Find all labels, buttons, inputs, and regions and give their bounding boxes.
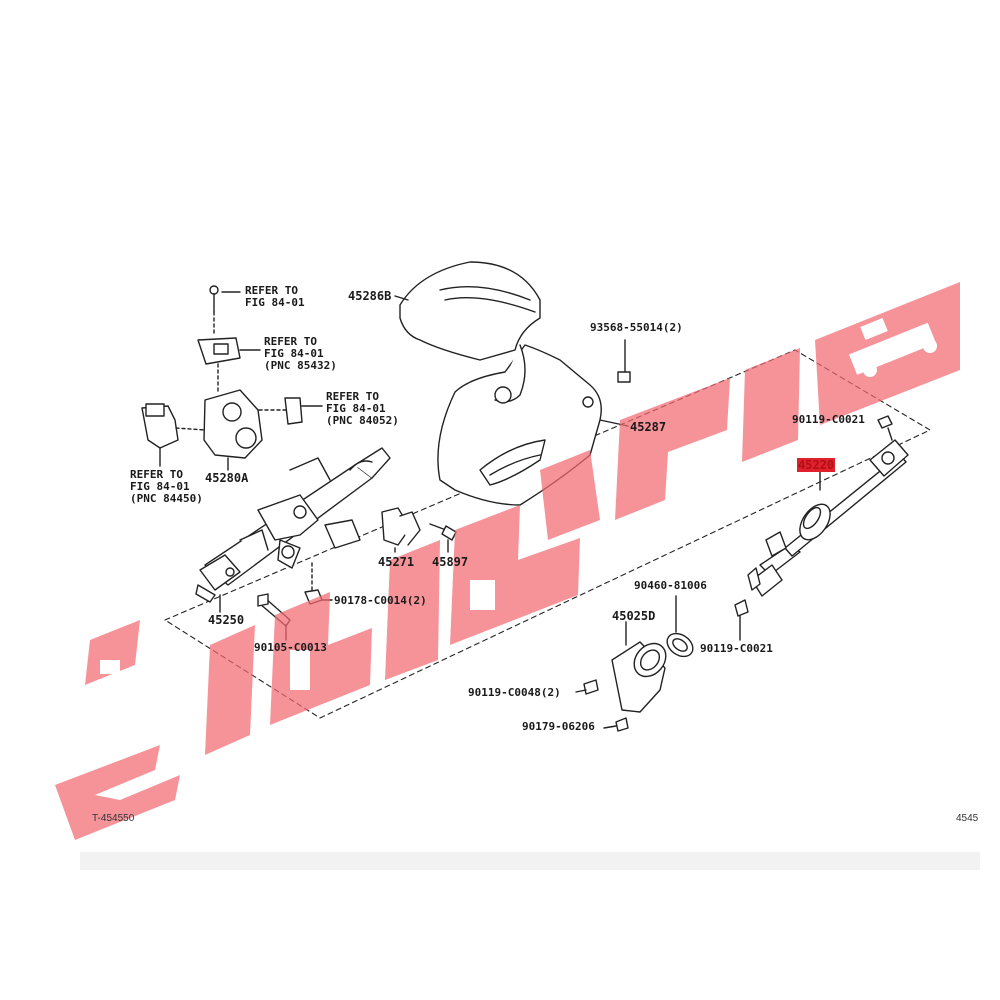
nut-90179: [603, 717, 629, 732]
upper-column-cover: [399, 261, 541, 361]
label-45025d: 45025D: [612, 609, 656, 623]
refer-line: (PNC 85432): [264, 359, 337, 372]
steering-column-45250: [195, 447, 391, 603]
label-45286b: 45286B: [348, 289, 392, 303]
label-90460: 90460-81006: [634, 579, 707, 592]
boot-45025d: [611, 621, 667, 713]
label-90119-upper: 90119-C0021: [792, 413, 865, 426]
refer-line: REFER TO: [326, 390, 379, 403]
label-90119-lower: 90119-C0021: [700, 642, 773, 655]
refer-line: FIG 84-01: [130, 480, 190, 493]
label-45271: 45271: [378, 555, 415, 569]
refer-line: REFER TO: [130, 468, 183, 481]
bolt-90105: [257, 593, 291, 641]
refer-line: REFER TO: [245, 284, 298, 297]
refer-line: FIG 84-01: [264, 347, 324, 360]
figure-id-right: 4545: [956, 813, 979, 824]
label-45250: 45250: [208, 613, 245, 627]
label-45220: 45220: [797, 458, 836, 472]
refer-line: (PNC 84052): [326, 414, 399, 427]
label-93568: 93568-55014(2): [590, 321, 683, 334]
intermediate-shaft-45220: [747, 439, 909, 597]
refer-line: (PNC 84450): [130, 492, 203, 505]
sensor-85432: [197, 337, 261, 393]
label-90105: 90105-C0013: [254, 641, 327, 654]
label-45897: 45897: [432, 555, 469, 569]
lock-housing-45280a: [203, 389, 263, 459]
nut-90178: [304, 559, 333, 605]
key-cylinder-84052: [249, 397, 323, 425]
bottom-bar: [80, 852, 980, 870]
ignition-switch-84450: [141, 403, 206, 467]
bracket-45271: [381, 507, 421, 553]
refer-line: FIG 84-01: [326, 402, 386, 415]
small-screw-refer: [209, 285, 241, 336]
bolt-90119-lower: [734, 599, 749, 641]
label-90179: 90179-06206: [522, 720, 595, 733]
seal-90460: [666, 595, 694, 658]
refer-line: REFER TO: [264, 335, 317, 348]
highlight-45220: 45220: [797, 458, 836, 472]
bolt-90119-c0048: [575, 679, 599, 695]
screw-93568: [617, 339, 631, 383]
screw-45897: [429, 523, 457, 553]
refer-line: FIG 84-01: [245, 296, 305, 309]
label-90119-c0048: 90119-C0048(2): [468, 686, 561, 699]
dashed-assembly-frame: [164, 349, 931, 719]
label-90178: 90178-C0014(2): [334, 594, 427, 607]
lower-column-cover: [437, 344, 602, 506]
figure-id-left: T-454550: [92, 813, 135, 824]
label-45287: 45287: [630, 420, 667, 434]
bolt-90119-upper: [877, 415, 893, 441]
label-45280a: 45280A: [205, 471, 249, 485]
